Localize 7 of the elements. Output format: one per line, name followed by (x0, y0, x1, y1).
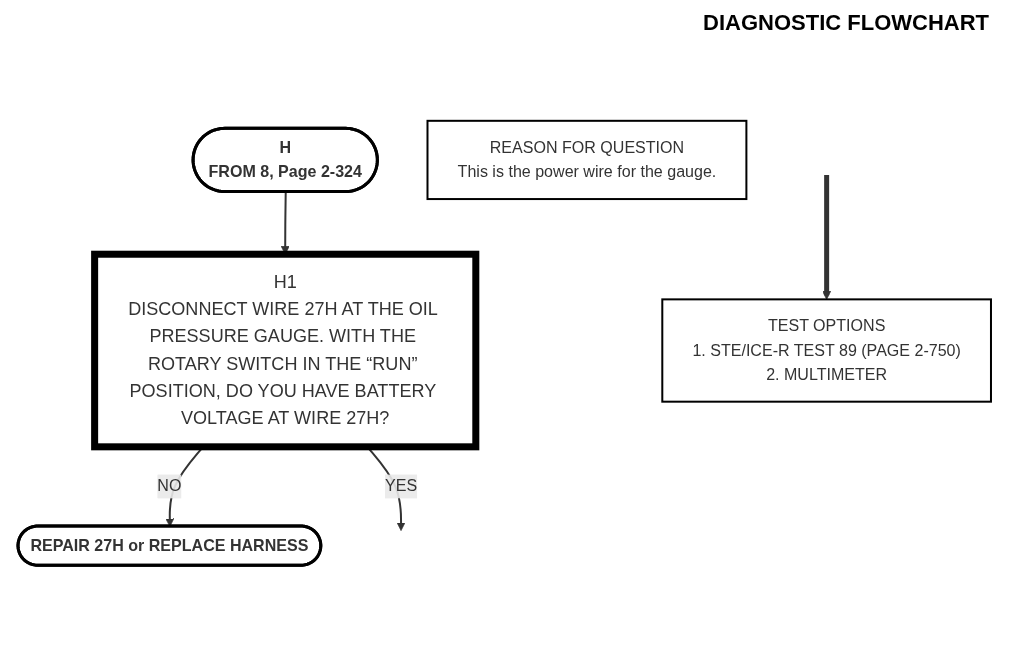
diagram-title: DIAGNOSTIC FLOWCHART (703, 10, 989, 36)
node-box: TEST OPTIONS 1. STE/ICE-R TEST 89 (PAGE 2-750) 2. MULTIMETER (661, 298, 992, 403)
edge-label: YES (384, 477, 418, 495)
node-box: REASON FOR QUESTION This is the power wire for the gauge. (426, 119, 748, 201)
arrow (822, 175, 832, 300)
edge-label: NO (157, 477, 182, 495)
node-box: H1 DISCONNECT WIRE 27H AT THE OIL PRESSURE GAUGE. WITH THE ROTARY SWITCH IN THE “RUN” POSITION, DO YOU HAVE BATTERY VOLTAGE AT WIRE 27H? (91, 250, 480, 451)
